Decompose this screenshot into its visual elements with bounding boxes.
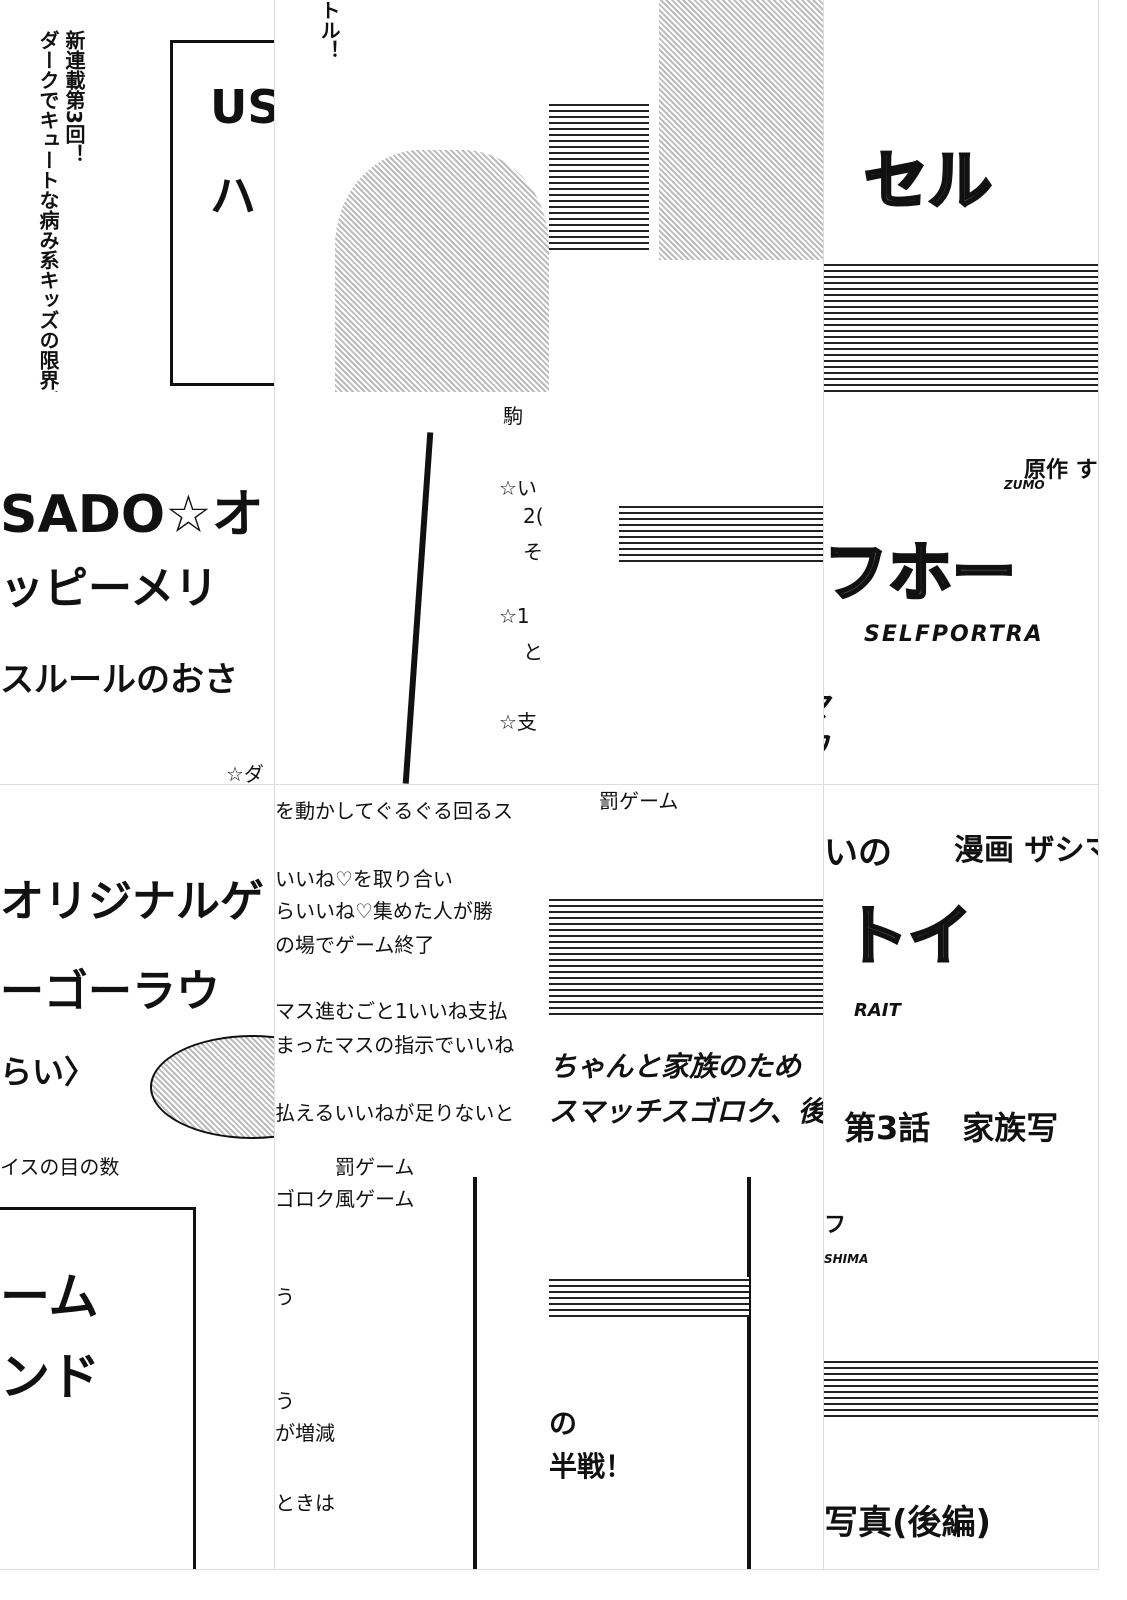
- panel-border: [473, 1177, 477, 1569]
- penalty-bubble: 罰ゲーム: [599, 789, 679, 813]
- panel-border: [747, 1177, 751, 1569]
- artist-credit-roman: SHIMA: [824, 1252, 869, 1266]
- title-text: いの: [824, 833, 892, 873]
- tile-r1c0: SADO☆オ ッピーメリ スルールのおさ ☆ダ: [0, 392, 275, 785]
- author-credit-roman: ZUMO: [1004, 478, 1045, 492]
- tile-r2c3: いの 漫画 ザシマ トイ RAIT 第3話 家族写: [824, 785, 1099, 1178]
- skirt-illustration: [659, 0, 823, 260]
- penalty-bubble: 罰ゲーム: [335, 1155, 415, 1178]
- tile-r0c1: トル！: [275, 0, 550, 393]
- title-logo: トイ: [843, 899, 974, 976]
- rule-text: の場でゲーム終了: [275, 933, 435, 957]
- vertical-text: 新連載第3回！: [62, 30, 86, 164]
- tile-r3c1: ゴロク風ゲーム う う が増減 ときは: [275, 1177, 550, 1570]
- tile-r0c2: [549, 0, 824, 393]
- rule-text: ☆い: [499, 476, 537, 500]
- sign-text: US: [210, 80, 275, 134]
- background-lines: [824, 260, 1098, 392]
- pointer-stick: [402, 432, 434, 784]
- rule-text: と: [523, 640, 543, 664]
- rule-text: ゴロク風ゲーム: [275, 1187, 415, 1211]
- title-subtitle: SELFPORTRA: [864, 622, 1044, 647]
- artist-credit: 漫画 ザシマ: [954, 833, 1099, 868]
- title-subtitle: RAIT: [854, 1000, 901, 1021]
- heading: ンド: [0, 1348, 100, 1406]
- rule-text: が増減: [275, 1421, 335, 1445]
- vertical-text: ダークでキュートな病み系キッズの限界バ: [36, 30, 60, 393]
- background-lines: [619, 502, 823, 562]
- character-illustration: [335, 150, 549, 392]
- tile-r3c2: の 半戦！: [549, 1177, 824, 1570]
- artist-credit: フ: [824, 1213, 847, 1238]
- background-lines: [549, 895, 823, 1015]
- rule-text: ☆ダ: [226, 762, 264, 785]
- heading: ーム: [0, 1268, 99, 1326]
- tagline: スマッチスゴロク、後: [549, 1095, 824, 1128]
- heading: らい〉: [0, 1053, 97, 1091]
- rule-text: 払えるいいねが足りないと: [275, 1101, 515, 1125]
- rule-text: らいいね♡集めた人が勝: [275, 899, 493, 923]
- rule-text: う: [275, 1285, 295, 1309]
- rule-text: ☆1: [499, 604, 530, 628]
- background-lines: [824, 1357, 1098, 1417]
- tile-r1c2: [549, 392, 824, 785]
- heading: オリジナルゲ: [0, 876, 264, 927]
- rule-text: イスの目の数: [0, 1155, 120, 1178]
- tile-r2c2: 罰ゲーム ちゃんと家族のため スマッチスゴロク、後: [549, 785, 824, 1178]
- rule-text: そ: [523, 540, 543, 564]
- tile-r2c0: オリジナルゲ ーゴーラウ らい〉 イスの目の数: [0, 785, 275, 1178]
- roulette-board: [150, 1035, 274, 1139]
- rule-text: まったマスの指示でいいね: [275, 1033, 515, 1057]
- background-lines: [549, 1277, 749, 1317]
- heading: ーゴーラウ: [0, 966, 220, 1017]
- background-lines: [549, 100, 649, 250]
- bulletin-board: [170, 40, 274, 386]
- tile-r3c3: フ SHIMA 写真(後編): [824, 1177, 1099, 1570]
- rule-text: ときは: [275, 1491, 335, 1515]
- author-credit: 原作 す: [1024, 458, 1098, 483]
- rule-text: いいね♡を取り合い: [275, 867, 453, 891]
- chapter-title: 写真(後編): [824, 1503, 992, 1543]
- heading: ッピーメリ: [0, 563, 219, 614]
- tile-r0c3: セル: [824, 0, 1099, 393]
- rule-text: う: [275, 1389, 295, 1413]
- rule-text: を動かしてぐるぐる回るス: [275, 799, 513, 823]
- tile-r1c1: 駒 ☆い 2( そ ☆1 と ☆支: [275, 392, 550, 785]
- tagline: ちゃんと家族のため: [549, 1050, 802, 1083]
- tagline: 半戦！: [549, 1450, 634, 1483]
- tile-r3c0: ーム ンド: [0, 1177, 275, 1570]
- tile-r0c0: 新連載第3回！ ダークでキュートな病み系キッズの限界バ US ハ: [0, 0, 275, 393]
- rule-text: 2(: [523, 504, 544, 528]
- heading: SADO☆オ: [0, 485, 264, 545]
- tile-r2c1: を動かしてぐるぐる回るス いいね♡を取り合い らいいね♡集めた人が勝 の場でゲー…: [275, 785, 550, 1178]
- board-frame: [0, 1207, 196, 1569]
- heading: スルールのおさ: [0, 660, 238, 700]
- sign-text: ハ: [210, 169, 256, 223]
- tile-r1c3: 原作 す ZUMO フホー SELFPORTRA コマ デフ: [824, 392, 1099, 785]
- rule-text: 駒: [503, 404, 523, 428]
- title-logo: フホー: [824, 536, 1018, 613]
- chapter-title: 第3話 家族写: [844, 1109, 1059, 1147]
- tagline: デフ: [824, 722, 834, 766]
- speech-text: トル！: [317, 0, 341, 60]
- rule-text: ☆支: [499, 710, 537, 734]
- title-logo: セル: [863, 144, 994, 221]
- tagline: の: [549, 1407, 578, 1440]
- rule-text: マス進むごと1いいね支払: [275, 999, 508, 1023]
- tagline: コマ: [824, 682, 834, 726]
